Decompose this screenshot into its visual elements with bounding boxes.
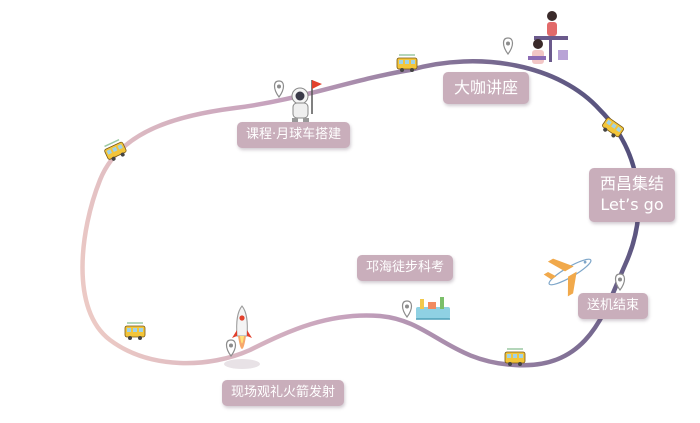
map-pin-icon <box>502 37 514 56</box>
map-pin-icon <box>225 339 237 358</box>
route-path <box>80 59 641 368</box>
airplane-icon <box>543 258 592 297</box>
stop-label-farewell: 送机结束 <box>578 293 649 320</box>
stop-title: 送机结束 <box>587 298 640 313</box>
stop-title: 西昌集结 <box>600 174 665 193</box>
stop-label-lecture: 大咖讲座 <box>443 72 530 104</box>
stop-subtitle: Let’s go <box>600 194 664 214</box>
map-pin-icon <box>614 273 626 292</box>
bus-icon <box>602 117 624 138</box>
bus-icon <box>396 54 418 72</box>
stop-label-rover: 课程·月球车搭建 <box>237 122 351 149</box>
stop-title: 课程·月球车搭建 <box>246 127 342 142</box>
bus-icon <box>104 138 127 161</box>
astronaut-icon <box>291 80 322 124</box>
map-pin-icon <box>401 300 413 319</box>
rocket-icon <box>224 305 260 369</box>
map-pin-icon <box>273 80 285 99</box>
stop-title: 现场观礼火箭发射 <box>231 385 336 400</box>
stop-label-hike: 邛海徒步科考 <box>357 255 454 282</box>
bus-icon <box>504 348 526 366</box>
stop-title: 邛海徒步科考 <box>366 260 445 275</box>
stop-label-xichang: 西昌集结 Let’s go <box>589 168 676 222</box>
bus-icon <box>124 322 146 340</box>
stop-label-launch: 现场观礼火箭发射 <box>222 380 345 407</box>
stop-title: 大咖讲座 <box>454 78 519 97</box>
lake-scenery-icon <box>416 297 450 320</box>
people-chatting-icon <box>528 11 568 64</box>
